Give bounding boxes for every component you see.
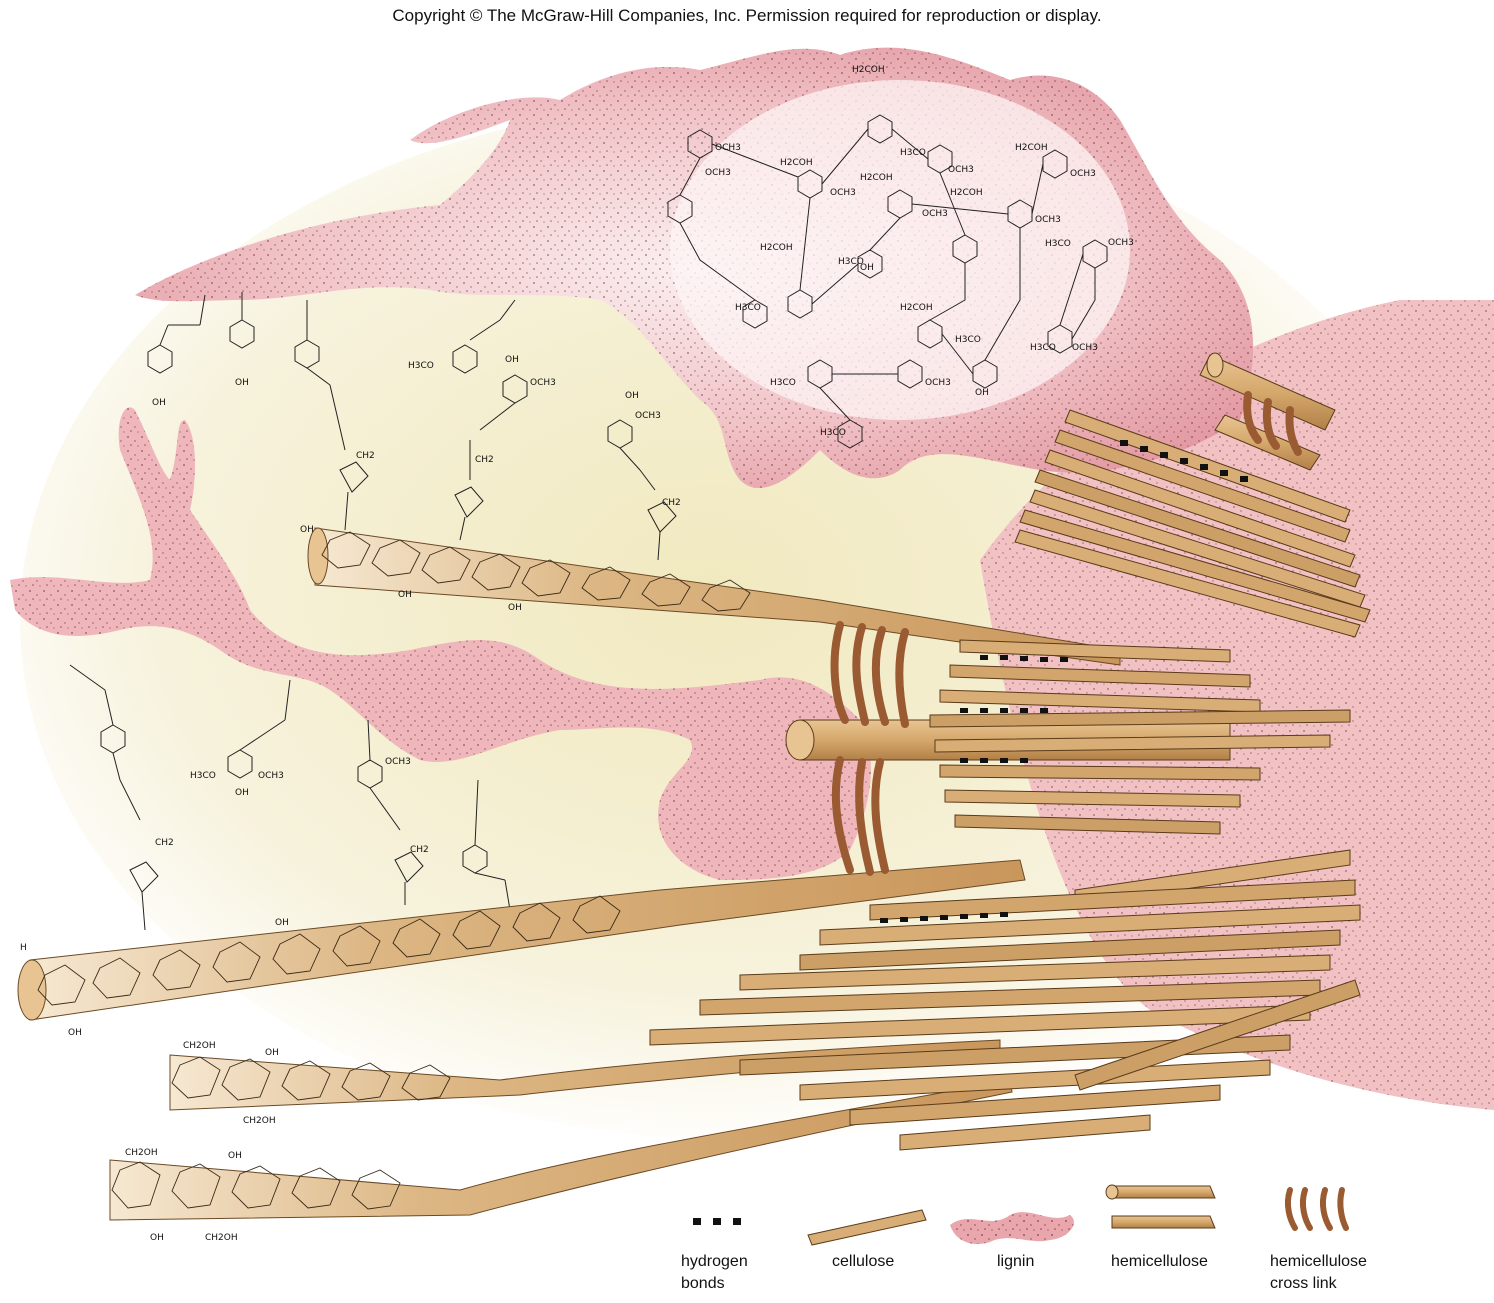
- lignin-top-blob: [135, 47, 1254, 489]
- svg-text:OH: OH: [265, 1048, 279, 1058]
- svg-text:H2COH: H2COH: [1015, 143, 1048, 153]
- svg-text:CH2: CH2: [475, 455, 494, 465]
- svg-text:OCH3: OCH3: [1070, 169, 1096, 179]
- svg-text:CH2OH: CH2OH: [243, 1116, 276, 1126]
- svg-text:OCH3: OCH3: [635, 411, 661, 421]
- svg-text:OCH3: OCH3: [1035, 215, 1061, 225]
- svg-text:OCH3: OCH3: [922, 209, 948, 219]
- legend-hydrogen-bonds-icon: [693, 1218, 741, 1225]
- svg-text:OH: OH: [275, 918, 289, 928]
- svg-text:H2COH: H2COH: [760, 243, 793, 253]
- svg-text:OH: OH: [508, 603, 522, 613]
- svg-text:OH: OH: [625, 391, 639, 401]
- glucose-labels: OH OH OH H OH OH CH2OH CH2OH OH CH2OH CH…: [20, 525, 522, 1243]
- svg-text:H3CO: H3CO: [955, 335, 981, 345]
- svg-text:OH: OH: [860, 263, 874, 273]
- legend-cellulose-label: cellulose: [832, 1253, 895, 1270]
- svg-text:H3CO: H3CO: [408, 361, 434, 371]
- svg-text:OH: OH: [68, 1028, 82, 1038]
- svg-text:OH: OH: [398, 590, 412, 600]
- lignin-left-blob: [10, 407, 871, 880]
- svg-text:OH: OH: [300, 525, 314, 535]
- svg-text:H3CO: H3CO: [820, 428, 846, 438]
- svg-text:CH2: CH2: [356, 451, 375, 461]
- legend-cross-link-icon: [1284, 1187, 1349, 1231]
- svg-text:H2COH: H2COH: [780, 158, 813, 168]
- hydrogen-bonds-middle: [960, 655, 1068, 763]
- svg-text:CH2: CH2: [155, 838, 174, 848]
- svg-text:H3CO: H3CO: [190, 771, 216, 781]
- cellulose-fibril-lower: [17, 859, 1026, 1021]
- svg-text:H2COH: H2COH: [900, 303, 933, 313]
- legend-cross-link-label: hemicellulose cross link: [1270, 1253, 1367, 1292]
- cellulose-chain-bottom-2: [109, 1079, 1013, 1221]
- svg-text:H3CO: H3CO: [770, 378, 796, 388]
- svg-text:OH: OH: [235, 378, 249, 388]
- cellulose-fibril-upper: [307, 527, 1121, 666]
- svg-text:H3CO: H3CO: [735, 303, 761, 313]
- svg-text:CH2OH: CH2OH: [205, 1233, 238, 1243]
- svg-text:CH2OH: CH2OH: [183, 1041, 216, 1051]
- svg-text:H3CO: H3CO: [1045, 239, 1071, 249]
- cellulose-bundle-middle: [929, 639, 1351, 835]
- svg-text:OH: OH: [228, 1151, 242, 1161]
- svg-text:CH2: CH2: [410, 845, 429, 855]
- legend-lignin-label: lignin: [997, 1253, 1035, 1270]
- svg-text:H: H: [20, 943, 27, 953]
- svg-text:H2COH: H2COH: [852, 65, 885, 75]
- legend-hemicellulose-icon: [1105, 1184, 1216, 1229]
- svg-text:OCH3: OCH3: [705, 168, 731, 178]
- legend-hemicellulose-label: hemicellulose: [1111, 1253, 1208, 1270]
- svg-text:H3CO: H3CO: [1030, 343, 1056, 353]
- copyright-notice: Copyright © The McGraw-Hill Companies, I…: [392, 6, 1102, 25]
- ester-side-chains: [69, 292, 677, 931]
- lignin-labels: H2COH OCH3 OCH3 OCH3 OCH3 OCH3 OCH3 OCH3…: [705, 65, 1134, 438]
- svg-text:CH2: CH2: [662, 498, 681, 508]
- svg-text:OH: OH: [505, 355, 519, 365]
- hydrogen-bonds-upper: [1120, 440, 1248, 482]
- glucose-rings: [37, 531, 751, 1210]
- svg-text:OCH3: OCH3: [1108, 238, 1134, 248]
- ester-labels: OH OH H3CO OCH3 OH OCH3 OH CH2 CH2 CH2 C…: [152, 355, 681, 855]
- svg-text:OCH3: OCH3: [948, 165, 974, 175]
- cellulose-bundle-lower: [649, 849, 1361, 1151]
- svg-text:OH: OH: [152, 398, 166, 408]
- svg-text:OCH3: OCH3: [830, 188, 856, 198]
- svg-text:H2COH: H2COH: [950, 188, 983, 198]
- svg-text:H3CO: H3CO: [838, 257, 864, 267]
- svg-text:OH: OH: [150, 1233, 164, 1243]
- svg-text:OCH3: OCH3: [925, 378, 951, 388]
- svg-text:OH: OH: [235, 788, 249, 798]
- svg-text:OCH3: OCH3: [530, 378, 556, 388]
- svg-text:CH2OH: CH2OH: [125, 1148, 158, 1158]
- legend-lignin-icon: [950, 1212, 1074, 1245]
- svg-text:OCH3: OCH3: [1072, 343, 1098, 353]
- svg-text:OCH3: OCH3: [385, 757, 411, 767]
- svg-text:H3CO: H3CO: [900, 148, 926, 158]
- svg-text:OCH3: OCH3: [258, 771, 284, 781]
- lignin-polymer-structure: [667, 114, 1108, 449]
- svg-text:OCH3: OCH3: [715, 143, 741, 153]
- svg-text:H2COH: H2COH: [860, 173, 893, 183]
- legend-hydrogen-bonds-label: hydrogen bonds: [681, 1253, 748, 1292]
- hydrogen-bonds-lower: [880, 912, 1008, 923]
- hemicellulose-rod-top: [1199, 352, 1336, 471]
- hemicellulose-cross-links: [830, 391, 1302, 876]
- svg-text:OH: OH: [975, 388, 989, 398]
- legend-cellulose-icon: [807, 1209, 927, 1246]
